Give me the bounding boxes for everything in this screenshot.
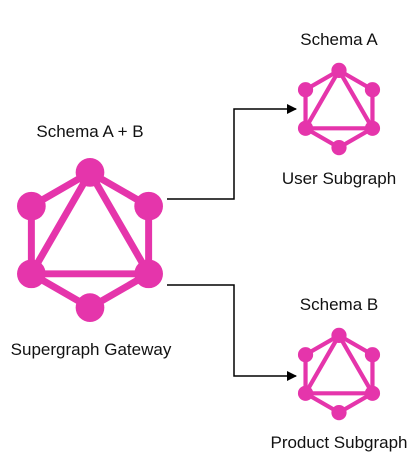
graphql-logo-icon xyxy=(297,62,381,156)
graphql-logo-icon xyxy=(17,158,163,322)
graphql-logo-icon xyxy=(297,327,381,421)
gateway-name-label: Supergraph Gateway xyxy=(10,340,172,359)
user-subgraph-name-label: User Subgraph xyxy=(281,169,397,188)
connector-gateway-to-product-subgraph xyxy=(167,284,297,381)
user-subgraph-schema-label: Schema A xyxy=(300,30,378,49)
product-subgraph-name-label: Product Subgraph xyxy=(270,433,408,452)
connector-gateway-to-user-subgraph xyxy=(167,104,297,200)
gateway-schema-label: Schema A + B xyxy=(36,122,144,141)
product-subgraph-schema-label: Schema B xyxy=(299,295,379,314)
